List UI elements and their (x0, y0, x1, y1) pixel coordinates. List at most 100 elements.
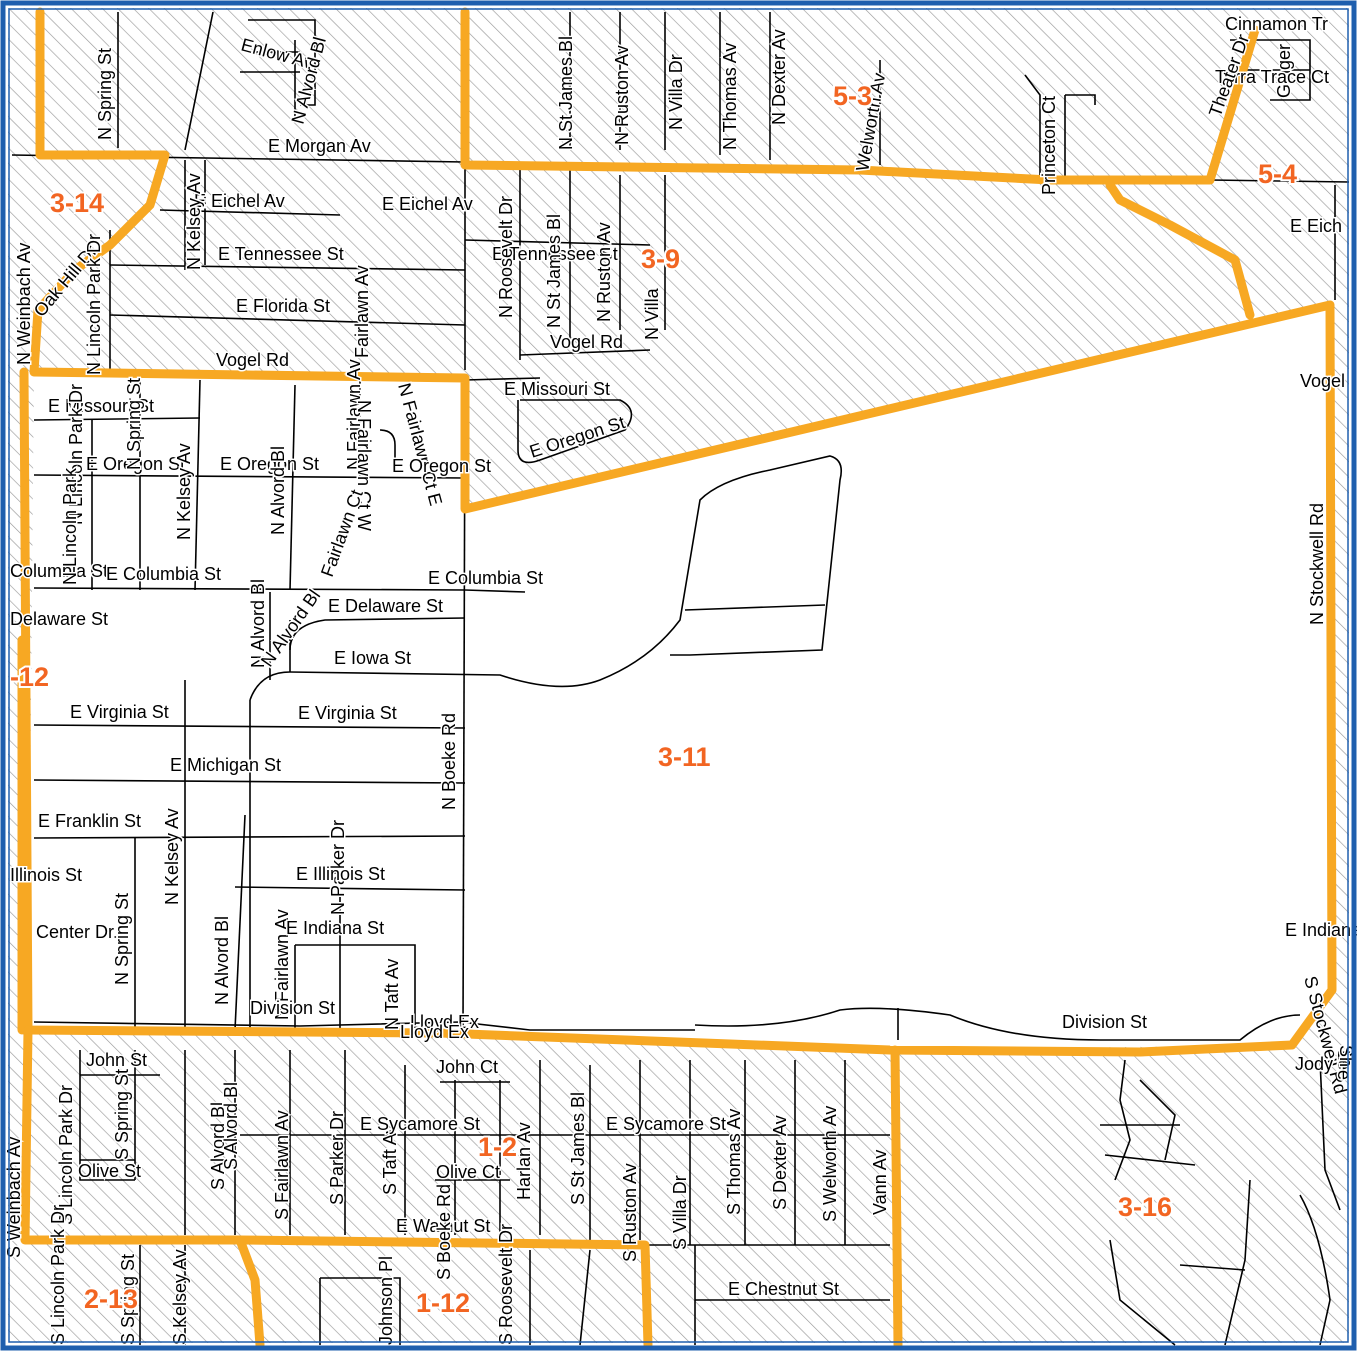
street-label: N Lincoln Park (60, 467, 80, 585)
street-label: Lloyd Ex (410, 1012, 479, 1032)
street-label: N Villa Dr (666, 54, 686, 130)
street-label: E Franklin St (38, 811, 141, 831)
street-label: E Indiana St (286, 918, 384, 938)
street-label: E Walnut St (396, 1216, 490, 1236)
street-label: Center Dr (36, 922, 114, 942)
street-label: S Dexter Av (770, 1115, 790, 1210)
street-label: S Spring St (112, 1069, 132, 1160)
street-label: N Weinbach Av (14, 243, 34, 365)
street-label: N Ruston Av (612, 45, 632, 145)
street-label: S Taft Av (380, 1125, 400, 1195)
street-label: E Tennessee St (492, 244, 618, 264)
street-label: E Delaware St (328, 596, 443, 616)
street-label: John Ct (436, 1057, 498, 1077)
street-label: S Lincoln Park Dr (48, 1205, 68, 1345)
street-label: N Dexter Av (769, 29, 789, 125)
street-label: N Thomas Av (720, 43, 740, 150)
street-label: E Indiana (1285, 920, 1357, 940)
street-label: John St (86, 1050, 147, 1070)
district-3-11-area[interactable] (28, 305, 1332, 1050)
street-label: E Florida St (236, 296, 330, 316)
street-label: Terra Trace Ct (1215, 67, 1329, 87)
street-label: Lloyd Ex (400, 1022, 469, 1042)
street-label: S Thomas Av (724, 1109, 744, 1215)
district-label-3-16: 3-16 (1118, 1192, 1172, 1222)
street-label: N St James Bl (556, 36, 576, 150)
street-label: S Alvord Bl (208, 1102, 228, 1190)
street-label: N Boeke Rd (439, 713, 459, 810)
district-label-1-2: 1-2 (478, 1132, 517, 1162)
street-label: Olive Ct (436, 1162, 500, 1182)
street-label: N Spring St (124, 378, 144, 470)
street-label: Vogel Rd (216, 350, 289, 370)
street-label: E Chestnut St (728, 1279, 839, 1299)
street-label: N Taft Av (382, 959, 402, 1030)
street-label: N Ruston Av (594, 222, 614, 322)
district-label-12: -12 (10, 662, 49, 692)
street-label: N Kelsey Av (174, 443, 194, 540)
street-label: S Boeke Rd (434, 1184, 454, 1280)
street-label: N Lincoln Park Dr (66, 384, 86, 525)
street-label: E Eich (1290, 216, 1342, 236)
street-label: E Virginia St (298, 703, 397, 723)
street-label: S Lincoln Park Dr (56, 1085, 76, 1225)
road-network (11, 11, 1350, 1346)
street-label: E Tennessee St (218, 244, 344, 264)
street-label: N St James Bl (544, 214, 564, 328)
street-label: E Sycamore St (360, 1114, 480, 1134)
district-label-3-9: 3-9 (641, 244, 680, 274)
street-label: E Illinois St (296, 864, 385, 884)
street-label: E Eichel Av (382, 194, 473, 214)
street-label: Princeton Ct (1039, 96, 1059, 195)
street-label: E Michigan St (170, 755, 281, 775)
street-label: E Columbia St (106, 564, 221, 584)
district-label-1-12: 1-12 (416, 1288, 470, 1318)
street-label: S St James Bl (568, 1092, 588, 1205)
street-label: Olive St (78, 1161, 141, 1181)
street-label: Lee (1334, 1050, 1354, 1080)
street-label: E Eichel Av (194, 191, 285, 211)
street-label: Delaware St (10, 609, 108, 629)
street-label: E Oregon St (220, 454, 319, 474)
street-label: Columbia St (10, 561, 108, 581)
street-label: N Kelsey Av (184, 173, 204, 270)
district-label-2-13: 2-13 (84, 1284, 138, 1314)
street-label: E Virginia St (70, 702, 169, 722)
street-label: N Lincoln Park Dr (84, 234, 104, 375)
street-label: Jody (1295, 1054, 1333, 1074)
district-boundaries (17, 7, 1337, 1350)
street-label: N Roosevelt Dr (496, 196, 516, 318)
street-label: S Villa Dr (670, 1175, 690, 1250)
street-label: S Parker Dr (327, 1111, 347, 1205)
street-label: N Alvord Bl (212, 916, 232, 1005)
street-label: N Fairlawn Av (272, 909, 292, 1020)
street-label: N Stockwell Rd (1307, 503, 1327, 625)
street-label: S Fairlawn Av (272, 1110, 292, 1220)
street-label: Ginger (1274, 44, 1294, 98)
map-border-inner (8, 8, 1349, 1343)
street-label: E Columbia St (428, 568, 543, 588)
street-label: Vogel (1300, 371, 1345, 391)
district-labels: 5-3 5-4 3-14 3-9 3-11 -12 1-2 3-16 2-13 … (8, 79, 1299, 1320)
street-label: N Villa (642, 287, 662, 340)
street-label: Vogel Rd (550, 332, 623, 352)
street-label: N Spring St (95, 48, 115, 140)
district-label-5-4: 5-4 (1258, 159, 1297, 189)
street-label: S Alvord Bl (221, 1082, 241, 1170)
street-label: S Welworth Av (820, 1106, 840, 1222)
street-label: E Oregon St (392, 456, 491, 476)
district-label-3-11: 3-11 (658, 742, 711, 772)
street-label: Division St (1062, 1012, 1147, 1032)
street-label: E Sycamore St (606, 1114, 726, 1134)
street-label: S Weinbach Av (4, 1137, 24, 1258)
street-label: N Kelsey Av (162, 808, 182, 905)
street-label: Sh (1336, 1045, 1356, 1067)
street-label: N Parker Dr (328, 820, 348, 915)
street-label: N Spring St (112, 893, 132, 985)
street-label: Illinois St (10, 865, 82, 885)
street-label: Harlan Av (514, 1122, 534, 1200)
street-label: E Morgan Av (268, 136, 371, 156)
street-label: N Alvord Bl (268, 446, 288, 535)
